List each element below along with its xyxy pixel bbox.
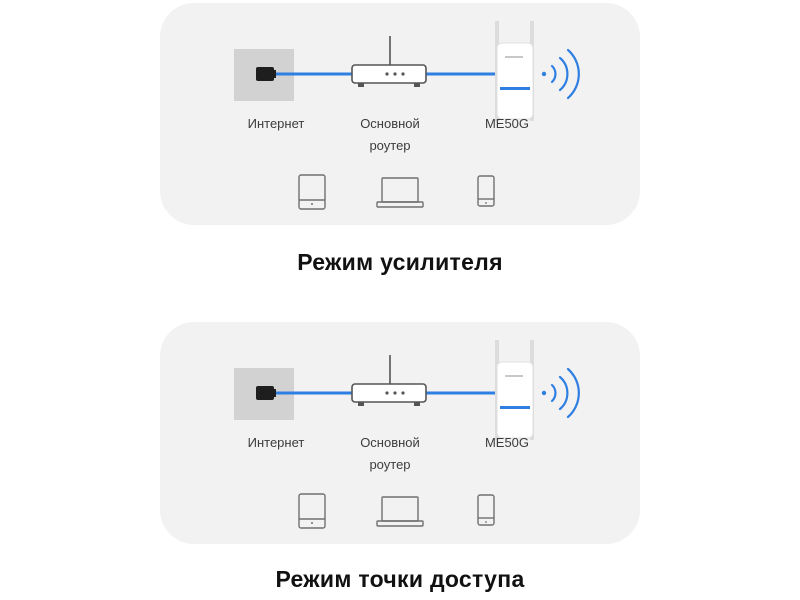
internet-label: Интернет	[247, 116, 305, 131]
phone-icon	[477, 494, 495, 526]
internet-label: Интернет	[247, 435, 305, 450]
diagram-svg	[234, 21, 580, 210]
laptop-icon	[376, 177, 424, 208]
router-label-line2: роутер	[369, 138, 411, 153]
router-label: Основной	[360, 435, 420, 450]
extender-mode-diagram: Интернет Основной роутер ME50G	[160, 3, 640, 225]
router-label-line2: роутер	[369, 457, 411, 472]
tablet-icon	[298, 493, 326, 529]
router-label: Основной	[360, 116, 420, 131]
extender-icon	[495, 21, 534, 121]
wifi-waves-icon	[541, 48, 580, 100]
device-label: ME50G	[484, 116, 530, 131]
mode-caption: Режим точки доступа	[275, 566, 525, 592]
wifi-waves-icon	[541, 367, 580, 419]
device-label: ME50G	[484, 435, 530, 450]
access-point-mode-diagram: Интернет Основной роутер ME50G	[160, 322, 640, 544]
diagram-svg	[234, 340, 580, 529]
phone-icon	[477, 175, 495, 207]
router-icon	[351, 36, 427, 87]
router-icon	[351, 355, 427, 406]
tablet-icon	[298, 174, 326, 210]
mode-caption: Режим усилителя	[297, 249, 503, 275]
laptop-icon	[376, 496, 424, 527]
extender-icon	[495, 340, 534, 440]
